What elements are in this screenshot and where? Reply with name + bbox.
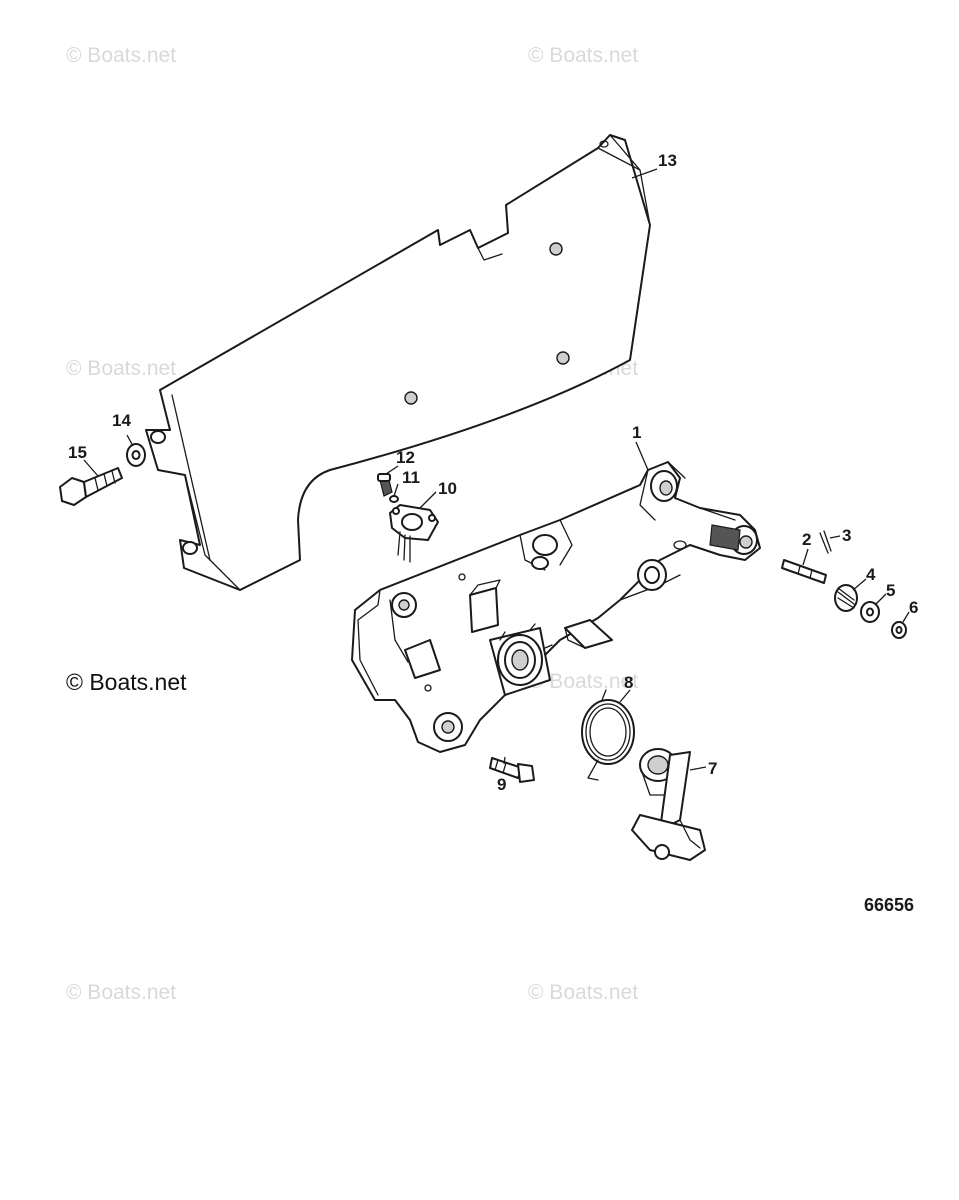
part-2-pin xyxy=(781,559,827,584)
callout-15: 15 xyxy=(68,443,87,462)
leader-lines xyxy=(83,168,910,771)
callouts: 13 14 15 12 11 10 1 2 3 4 5 6 8 7 9 xyxy=(68,151,918,794)
watermark: © Boats.net xyxy=(66,357,176,380)
watermark: © Boats.net xyxy=(528,670,638,693)
callout-5: 5 xyxy=(886,581,895,600)
part-12-screw xyxy=(377,473,393,497)
part-8-spring-coil xyxy=(581,689,635,781)
part-3-cotter-pin xyxy=(819,530,832,554)
callout-8: 8 xyxy=(624,673,633,692)
callout-11: 11 xyxy=(402,468,420,487)
watermark-strong: © Boats.net xyxy=(66,669,187,695)
part-13-mounting-plate xyxy=(145,134,651,591)
callout-12: 12 xyxy=(396,448,415,467)
part-1-bracket xyxy=(351,461,761,753)
part-10-sensor xyxy=(389,504,439,563)
callout-10: 10 xyxy=(438,479,457,498)
part-6-washer xyxy=(891,621,907,639)
callout-13: 13 xyxy=(658,151,677,170)
part-14-washer xyxy=(126,443,146,467)
figure-number: 66656 xyxy=(864,895,914,915)
part-11-washer xyxy=(389,495,399,503)
watermark: © Boats.net xyxy=(66,981,176,1004)
watermark: © Boats.net xyxy=(528,44,638,67)
part-4-spring xyxy=(834,584,858,612)
callout-6: 6 xyxy=(909,598,918,617)
part-7-lever xyxy=(631,748,706,861)
part-15-bolt xyxy=(59,467,123,506)
callout-7: 7 xyxy=(708,759,717,778)
callout-2: 2 xyxy=(802,530,811,549)
callout-1: 1 xyxy=(632,423,641,442)
callout-14: 14 xyxy=(112,411,131,430)
callout-9: 9 xyxy=(497,775,506,794)
part-9-bolt xyxy=(489,757,535,783)
watermark: © Boats.net xyxy=(66,44,176,67)
part-5-washer xyxy=(860,601,880,623)
watermark: © Boats.net xyxy=(528,981,638,1004)
callout-3: 3 xyxy=(842,526,851,545)
callout-4: 4 xyxy=(866,565,876,584)
